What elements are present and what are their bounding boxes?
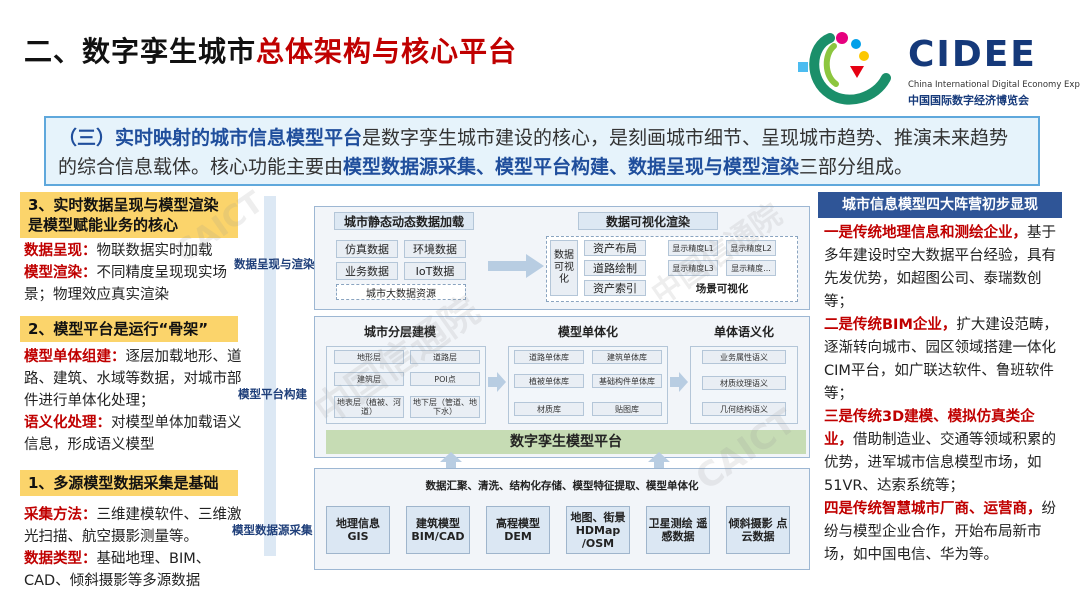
- logo-emblem-icon: [798, 32, 891, 105]
- single-component-lib: 基础构件单体库: [592, 374, 662, 388]
- process-text: 数据汇聚、清洗、结构化存储、模型特征提取、模型单体化: [425, 480, 699, 492]
- cell-env-data: 环境数据: [404, 240, 466, 258]
- intro-highlight-2: 模型数据源采集、模型平台构建、数据呈现与模型渲染: [343, 156, 800, 178]
- intro-text-2: 三部分组成。: [799, 156, 914, 178]
- cell-asset-index: 资产索引: [584, 280, 646, 296]
- right-header: 城市信息模型四大阵营初步显现: [818, 192, 1062, 218]
- source-satellite: 卫星测绘 遥感数据: [646, 506, 710, 554]
- arrow-right-icon: [488, 254, 544, 278]
- source-gis: 地理信息 GIS: [326, 506, 390, 554]
- logo-chinese: 中国国际数字经济博览会: [908, 94, 1029, 107]
- right-p2-val: 扩大建设范畴，逐渐转向城市、园区领域搭建一体化CIM平台，如广联达软件、鲁班软件…: [824, 317, 1058, 402]
- s1-val1: 三维建模软件、三维激光扫描、航空摄影测量等。: [24, 507, 242, 545]
- s3-val1: 物联数据实时加载: [96, 243, 213, 259]
- lod-3: 显示精度L3: [668, 260, 718, 276]
- side-label-source: 模型数据源采集: [232, 523, 313, 537]
- s1-key1: 采集方法：: [24, 507, 97, 523]
- right-p3-key: 三是传统3D建模、模拟仿真类企业，: [824, 409, 1035, 448]
- cell-road-draw: 道路绘制: [584, 260, 646, 276]
- single-road-lib: 道路单体库: [514, 350, 584, 364]
- s3-key2: 模型渲染：: [24, 265, 97, 281]
- cell-biz-data: 业务数据: [336, 262, 398, 280]
- sem-business: 业务属性语义: [702, 350, 786, 364]
- s2-val1: 逐层加载地形、道路、建筑、水域等数据，对城市部件进行单体化处理；: [24, 349, 242, 409]
- left-s2-head: 2、模型平台是运行“骨架”: [28, 320, 209, 338]
- s3-key1: 数据呈现：: [24, 243, 97, 259]
- left-section-3-text: 数据呈现：物联数据实时加载 模型渲染：不同精度呈现现实场景；物理效应真实渲染: [24, 240, 242, 306]
- left-section-2-header: 2、模型平台是运行“骨架”: [20, 316, 238, 342]
- arrow-up-icon: [440, 452, 462, 474]
- sem-material: 材质纹理语义: [702, 376, 786, 390]
- arrow-right-icon: [670, 372, 688, 392]
- source-bim: 建筑模型 BIM/CAD: [406, 506, 470, 554]
- right-p1-key: 一是传统地理信息和测绘企业，: [824, 225, 1027, 241]
- layer-title: 城市分层建模: [363, 324, 436, 339]
- right-p4-key: 四是传统智慧城市厂商、运营商，: [824, 501, 1042, 517]
- cell-asset-layout: 资产布局: [584, 240, 646, 256]
- page-title: 二、数字孪生城市总体架构与核心平台: [24, 30, 517, 70]
- s2-key1: 模型单体组建：: [24, 349, 126, 365]
- s1-key2: 数据类型：: [24, 551, 97, 567]
- single-title: 模型单体化: [557, 324, 618, 339]
- left-s3-head1: 3、实时数据呈现与模型渲染: [28, 196, 219, 214]
- single-building-lib: 建筑单体库: [592, 350, 662, 364]
- side-axis-bar: [264, 196, 276, 556]
- title-part1: 二、数字孪生城市: [24, 35, 257, 68]
- side-label-platform: 模型平台构建: [238, 387, 307, 401]
- lod-1: 显示精度L1: [668, 240, 718, 256]
- cell-iot-data: IoT数据: [404, 262, 466, 280]
- single-material-lib: 材质库: [514, 402, 584, 416]
- cell-sim-data: 仿真数据: [336, 240, 398, 258]
- lod-2: 显示精度L2: [726, 240, 776, 256]
- left-section-3-header: 3、实时数据呈现与模型渲染 是模型赋能业务的核心: [20, 192, 238, 238]
- s2-val2: 对模型单体加载语义信息，形成语义模型: [24, 415, 242, 453]
- right-p2-key: 二是传统BIM企业，: [824, 317, 957, 333]
- lod-more: 显示精度...: [726, 260, 776, 276]
- cidee-logo: CIDEE China International Digital Econom…: [790, 26, 1080, 116]
- left-section-1-header: 1、多源模型数据采集是基础: [20, 470, 238, 496]
- source-oblique: 倾斜摄影 点云数据: [726, 506, 790, 554]
- s2-key2: 语义化处理：: [24, 415, 111, 431]
- intro-text-1: 是数字孪生城市建设的核心，是刻画城市细节、呈现城市趋势、推演未来趋势的综合信息载…: [58, 127, 1009, 178]
- logo-word: CIDEE: [908, 34, 1037, 75]
- logo-english: China International Digital Economy Expo: [908, 80, 1080, 90]
- left-s1-head: 1、多源模型数据采集是基础: [28, 474, 219, 492]
- sem-geometry: 几何结构语义: [702, 402, 786, 416]
- s3-val2: 不同精度呈现现实场景；物理效应真实渲染: [24, 265, 227, 303]
- right-p3-val: 借助制造业、交通等领域积累的优势，进军城市信息模型市场，如51VR、达索系统等；: [824, 432, 1056, 494]
- left-section-2-text: 模型单体组建：逐层加载地形、道路、建筑、水域等数据，对城市部件进行单体化处理； …: [24, 346, 242, 456]
- vis-title: 数据可视化渲染: [578, 212, 718, 230]
- right-text: 一是传统地理信息和测绘企业，基于多年建设时空大数据平台经验，具有先发优势，如超图…: [824, 222, 1060, 567]
- left-s3-head2: 是模型赋能业务的核心: [28, 216, 179, 234]
- layer-building: 建筑层: [334, 372, 404, 386]
- arrow-up-icon: [648, 452, 670, 474]
- layer-terrain: 地形层: [334, 350, 404, 364]
- digital-twin-platform: 数字孪生模型平台: [326, 430, 806, 454]
- single-veg-lib: 植被单体库: [514, 374, 584, 388]
- arrow-right-icon: [488, 372, 506, 392]
- load-title: 城市静态动态数据加载: [334, 212, 474, 230]
- big-data-resource: 城市大数据资源: [336, 284, 466, 300]
- intro-box: （三）实时映射的城市信息模型平台是数字孪生城市建设的核心，是刻画城市细节、呈现城…: [44, 116, 1040, 186]
- single-texture-lib: 贴图库: [592, 402, 662, 416]
- vis-side-label: 数据可视化: [550, 240, 578, 296]
- source-dem: 高程模型 DEM: [486, 506, 550, 554]
- semantic-title: 单体语义化: [713, 324, 774, 339]
- layer-surface: 地表层（植被、河道）: [334, 396, 404, 418]
- right-p4-val: 纷纷与模型企业合作，开始布局新市场，如中国电信、华为等。: [824, 501, 1056, 563]
- layer-poi: POI点: [410, 372, 480, 386]
- side-label-render: 数据呈现与渲染: [234, 257, 315, 271]
- scene-vis-label: 场景可视化: [668, 280, 776, 296]
- layer-road: 道路层: [410, 350, 480, 364]
- s1-val2: 基础地理、BIM、CAD、倾斜摄影等多源数据: [24, 551, 211, 589]
- right-p1-val: 基于多年建设时空大数据平台经验，具有先发优势，如超图公司、泰瑞数创等；: [824, 225, 1056, 310]
- intro-highlight-1: （三）实时映射的城市信息模型平台: [58, 127, 363, 149]
- source-hdmap: 地图、街景 HDMap /OSM: [566, 506, 630, 554]
- layer-underground: 地下层（管道、地下水）: [410, 396, 480, 418]
- title-part2: 总体架构与核心平台: [256, 35, 518, 68]
- left-section-1-text: 采集方法：三维建模软件、三维激光扫描、航空摄影测量等。 数据类型：基础地理、BI…: [24, 504, 242, 592]
